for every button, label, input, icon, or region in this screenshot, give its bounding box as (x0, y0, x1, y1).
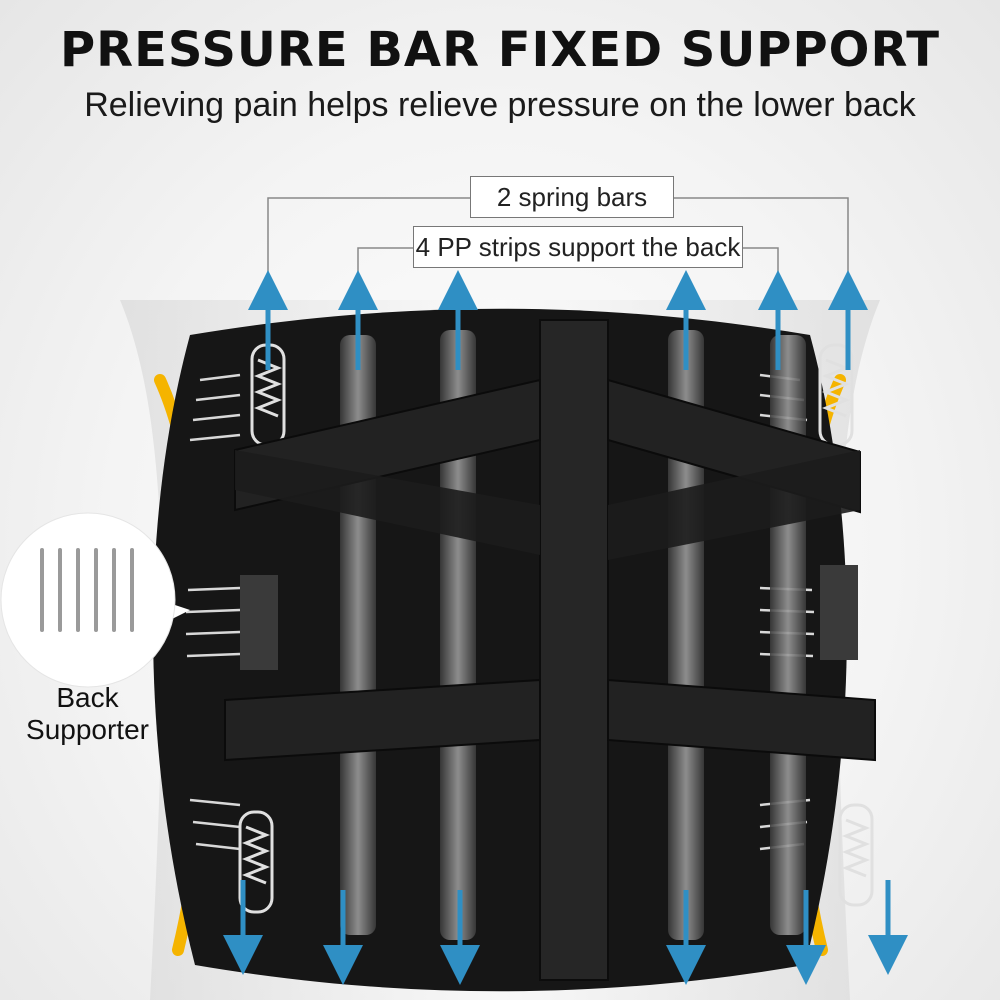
back-supporter-inset (0, 512, 190, 688)
subheadline: Relieving pain helps relieve pressure on… (84, 86, 916, 124)
back-supporter-label: Back Supporter (0, 682, 175, 746)
upper-cross-right (608, 450, 860, 560)
velcro-panels (240, 565, 858, 670)
down-arrow-icon (223, 880, 908, 985)
upper-cross-left (235, 450, 540, 555)
lower-right-strap (607, 678, 876, 762)
back-supporter-label-line2: Supporter (26, 714, 149, 745)
back-supporter-label-line1: Back (56, 682, 119, 713)
center-strap (539, 319, 609, 981)
lower-left-strap (224, 678, 541, 762)
pp-strips-callout: 4 PP strips support the back (413, 226, 743, 268)
headline: PRESSURE BAR FIXED SUPPORT (59, 22, 940, 78)
spring-bars-callout: 2 spring bars (470, 176, 674, 218)
up-arrow-icon (248, 270, 868, 370)
